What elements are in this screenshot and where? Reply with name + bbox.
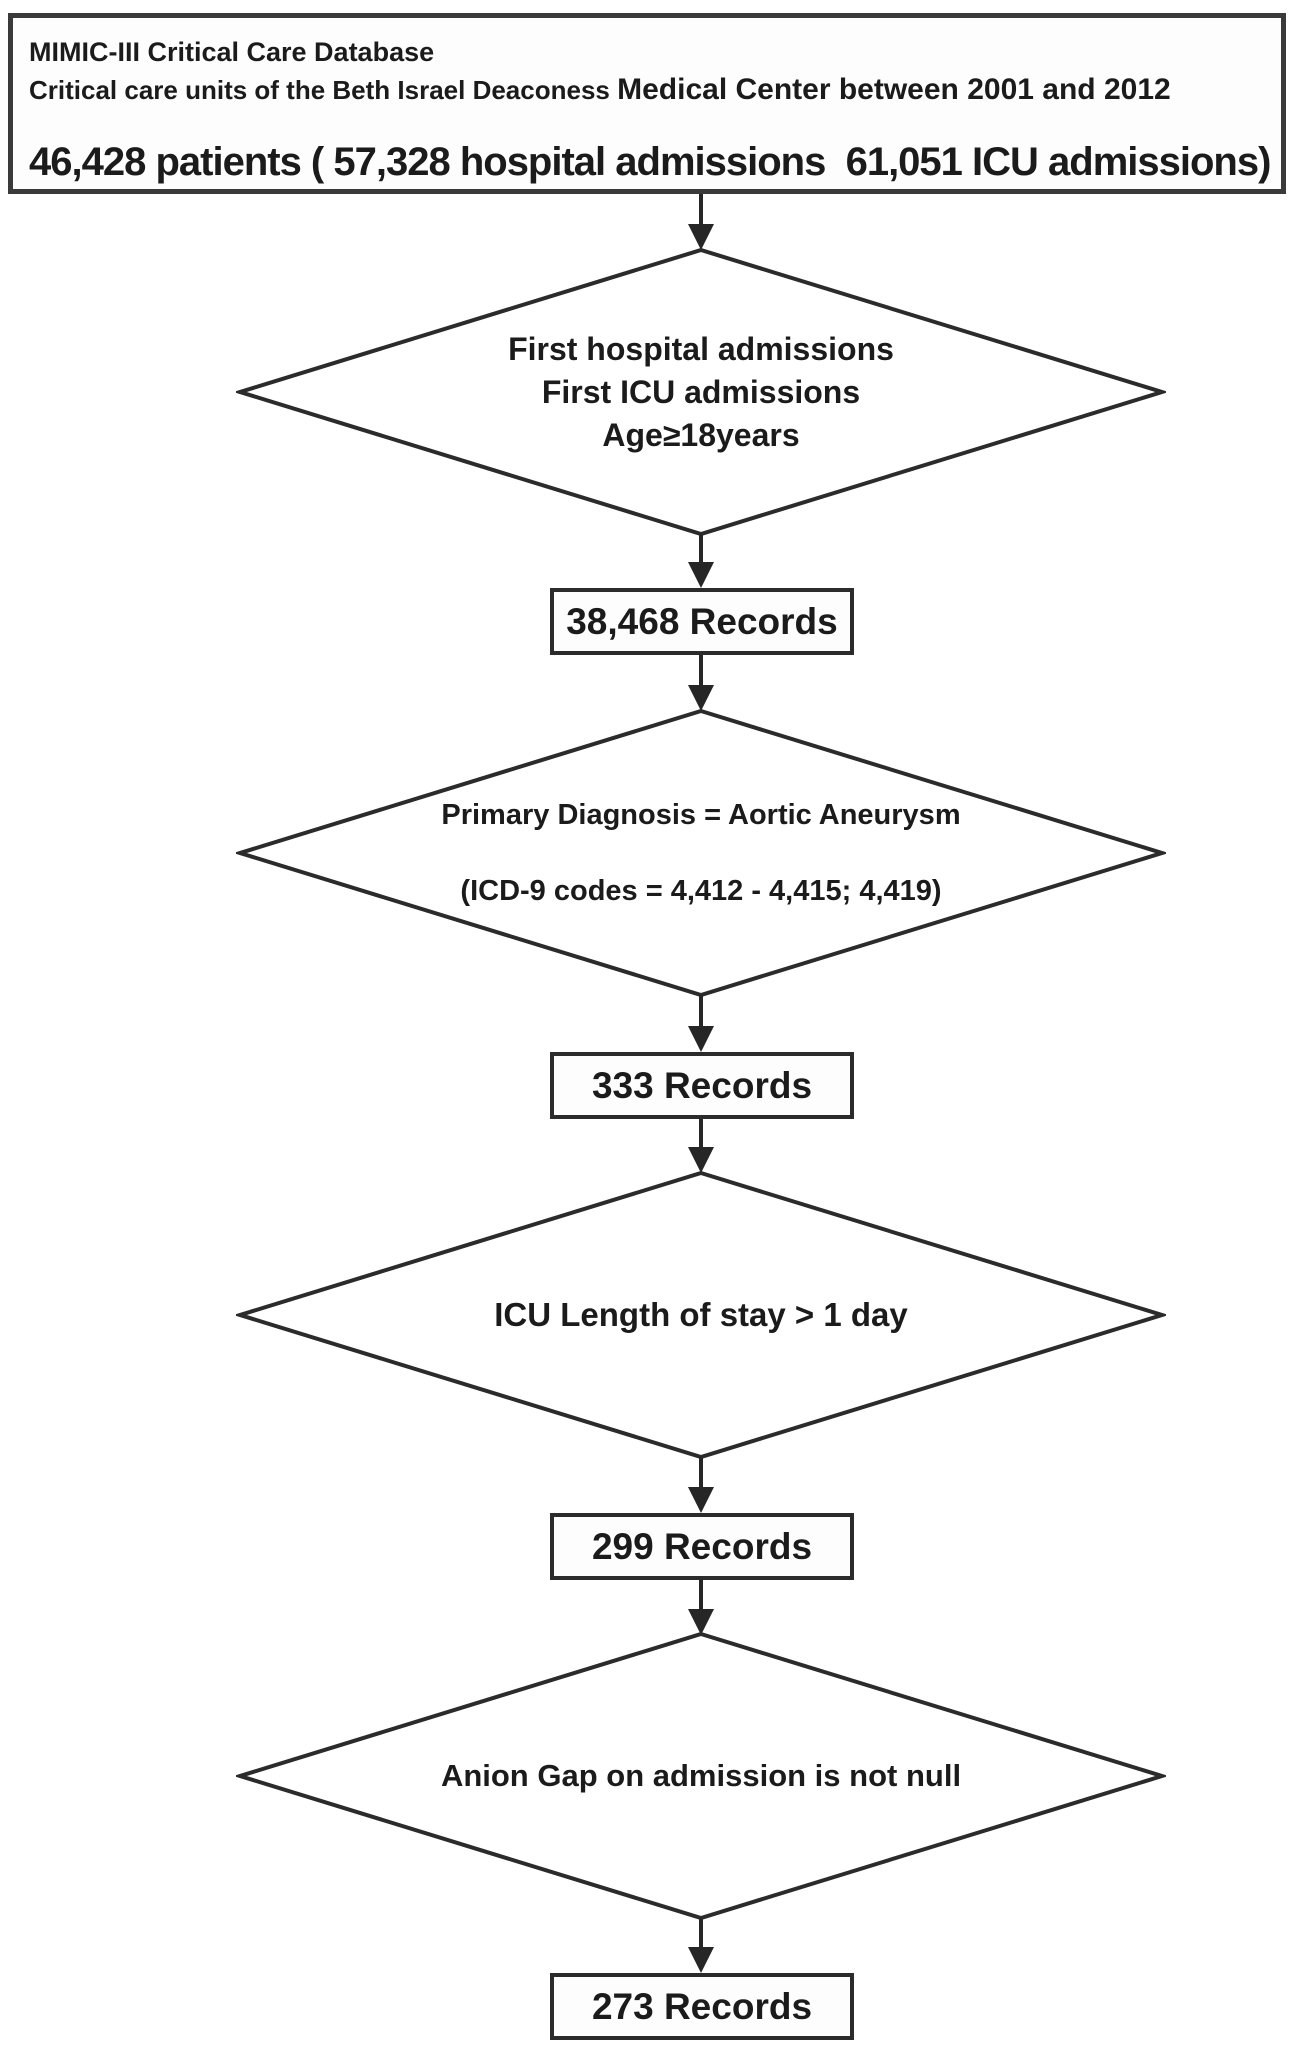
flow-arrow-7: [688, 1580, 714, 1635]
decision-1-line-2: First ICU admissions: [541, 373, 861, 410]
arrow-down-icon: [688, 1026, 714, 1052]
flow-arrow-6: [688, 1457, 714, 1513]
arrow-down-icon: [688, 1947, 714, 1973]
flow-arrow-2: [688, 534, 714, 588]
arrow-shaft: [699, 655, 703, 685]
decision-4-text: Anion Gap on admission is not null: [236, 1630, 1166, 1922]
source-database-description: Critical care units of the Beth Israel D…: [29, 70, 1271, 110]
arrow-down-icon: [688, 562, 714, 588]
flow-arrow-3: [688, 655, 714, 711]
decision-2-line-1: Primary Diagnosis = Aortic Aneurysm: [441, 799, 961, 831]
decision-2-text: Primary Diagnosis = Aortic Aneurysm (ICD…: [236, 707, 1166, 999]
decision-3-line-1: ICU Length of stay > 1 day: [494, 1296, 908, 1333]
records-box-2: 333 Records: [550, 1052, 854, 1119]
decision-2-line-2: (ICD-9 codes = 4,412 - 4,415; 4,419): [460, 875, 942, 907]
arrow-shaft: [699, 1457, 703, 1487]
decision-1-line-3: Age≥18years: [602, 416, 800, 453]
flow-arrow-1: [688, 194, 714, 250]
records-count-3: 299 Records: [591, 1525, 813, 1567]
arrow-down-icon: [688, 1147, 714, 1173]
arrow-down-icon: [688, 685, 714, 711]
source-cohort-counts: 46,428 patients ( 57,328 hospital admiss…: [29, 140, 1271, 184]
arrow-shaft: [699, 995, 703, 1026]
arrow-shaft: [699, 1580, 703, 1609]
records-box-3: 299 Records: [550, 1513, 854, 1580]
source-database-title: MIMIC-III Critical Care Database: [29, 37, 435, 67]
records-count-1: 38,468 Records: [566, 600, 838, 642]
arrow-shaft: [699, 534, 703, 562]
records-box-1: 38,468 Records: [550, 588, 854, 655]
arrow-down-icon: [688, 224, 714, 250]
records-box-4: 273 Records: [550, 1973, 854, 2040]
records-count-4: 273 Records: [591, 1985, 813, 2027]
arrow-shaft: [699, 1119, 703, 1147]
arrow-shaft: [699, 1918, 703, 1947]
decision-1-text: First hospital admissions First ICU admi…: [236, 246, 1166, 538]
decision-3-text: ICU Length of stay > 1 day: [236, 1169, 1166, 1461]
flow-arrow-4: [688, 995, 714, 1052]
records-count-2: 333 Records: [591, 1064, 813, 1106]
flow-arrow-8: [688, 1918, 714, 1973]
arrow-shaft: [699, 194, 703, 224]
source-description-part1: Critical care units of the Beth Israel D…: [29, 75, 618, 105]
decision-4-line-1: Anion Gap on admission is not null: [440, 1758, 962, 1793]
source-database-box: MIMIC-III Critical Care Database Critica…: [8, 13, 1286, 194]
source-description-part2: Medical Center between 2001 and 2012: [617, 73, 1171, 106]
arrow-down-icon: [688, 1487, 714, 1513]
flow-arrow-5: [688, 1119, 714, 1173]
arrow-down-icon: [688, 1609, 714, 1635]
decision-1-line-1: First hospital admissions: [508, 330, 894, 367]
